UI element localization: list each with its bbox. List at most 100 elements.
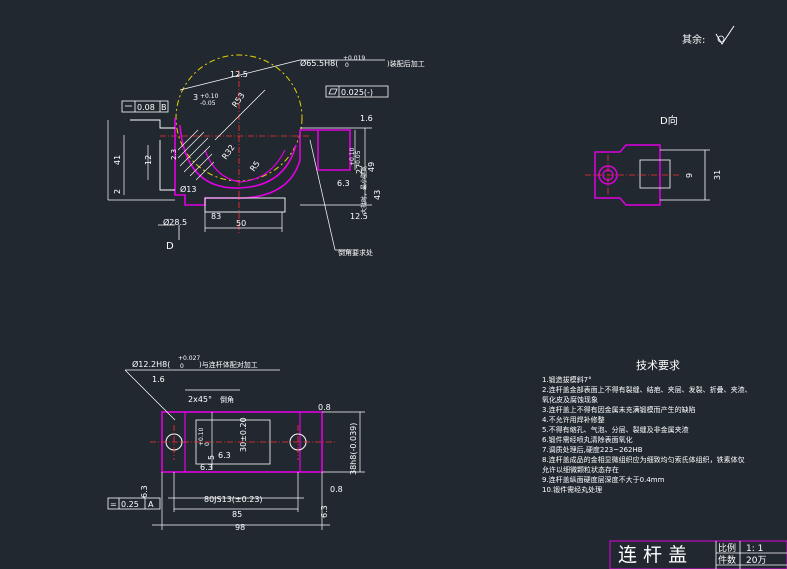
r0-8-b: 0.8 bbox=[330, 485, 343, 494]
symmetry-symbol: = bbox=[110, 500, 117, 509]
h27-tol-upper: +0.10 bbox=[349, 147, 356, 166]
tech-item-9: 8.连杆盖成品的金相显微组织应为细致均匀索氏体组织，铁素体仅 bbox=[542, 455, 745, 464]
r6-3-d: 6.3 bbox=[320, 505, 329, 518]
tech-requirements: 技术要求 1.锻造拔模斜7° 2.连杆盖金部表面上不得有裂缝、结疤、夹层、发裂、… bbox=[542, 359, 752, 494]
symmetry-frame bbox=[107, 497, 161, 510]
main-dimension-lines bbox=[107, 59, 385, 251]
plan-dimension-lines bbox=[124, 369, 365, 530]
title-block: 连 杆 盖 比例 1: 1 件数 20万 bbox=[609, 540, 787, 569]
gap-note: 大批时，最小壁宽 bbox=[360, 166, 368, 214]
w9-dim: 9 bbox=[685, 173, 694, 178]
r53-dim: R53 bbox=[230, 91, 246, 109]
part-inner-arc bbox=[179, 124, 297, 189]
d-view: D向 31 9 bbox=[585, 114, 722, 206]
r32-dim: R32 bbox=[220, 143, 236, 161]
h43-dim: 43 bbox=[373, 190, 382, 200]
r0-8-a: 0.8 bbox=[318, 403, 331, 412]
h5-tol-lower: 0 bbox=[204, 442, 211, 446]
part-name: 连 杆 盖 bbox=[618, 544, 687, 566]
top-flange bbox=[130, 119, 175, 129]
r6-3-dim: 6.3 bbox=[337, 179, 350, 188]
title-block-frame bbox=[609, 540, 787, 569]
tech-item-3: 氧化皮及腐蚀现象 bbox=[542, 395, 598, 404]
r1-6-b: 1.6 bbox=[152, 375, 165, 384]
roughness-note-text: 其余: bbox=[682, 33, 705, 46]
h5-tol-upper: +0.10 bbox=[198, 427, 205, 446]
parallel-tol: 0.08 bbox=[137, 103, 155, 112]
parallel-datum: B bbox=[161, 103, 167, 112]
w80-dim: 80JS13(±0.23) bbox=[204, 495, 263, 504]
hole-dim: Ø12.2H8( bbox=[132, 359, 170, 369]
tech-item-6: 5.不得有缩孔、气泡、分层、裂缝及非金属夹渣 bbox=[542, 425, 689, 434]
r12-5-bottom: 12.5 bbox=[350, 212, 368, 221]
part-outline-main bbox=[174, 118, 351, 206]
tech-item-1: 1.锻造拔模斜7° bbox=[542, 375, 592, 384]
d12-dim: 12 bbox=[144, 155, 153, 165]
flatness-tol: 0.025(-) bbox=[341, 88, 373, 97]
w85-dim: 85 bbox=[232, 510, 242, 519]
qty-label: 件数 bbox=[718, 554, 736, 566]
r3-tol-upper: +0.10 bbox=[200, 93, 219, 100]
w98-dim: 98 bbox=[235, 523, 245, 532]
plan-view: Ø12.2H8( +0.027 0 )与连杆体配对加工 2x45° 倒角 80J… bbox=[107, 355, 365, 532]
bore-tol-lower: 0 bbox=[345, 62, 349, 69]
tech-item-2: 2.连杆盖金部表面上不得有裂缝、结疤、夹层、发裂、折叠、夹渣、 bbox=[542, 385, 752, 394]
w31-dim: 31 bbox=[713, 170, 722, 180]
tech-item-11: 9.连杆盖纵面硬度层深度不大于0.4mm bbox=[542, 475, 665, 484]
bottom-boss bbox=[204, 197, 286, 213]
r3-dim: 3 bbox=[193, 93, 198, 102]
h1-6-dim: 1.6 bbox=[360, 114, 373, 123]
left-flange bbox=[159, 140, 175, 191]
h23-dim: 2.3 bbox=[170, 149, 178, 160]
d-view-title: D向 bbox=[660, 114, 678, 127]
section-hatch bbox=[177, 129, 215, 181]
hole-note: )与连杆体配对加工 bbox=[199, 360, 258, 369]
bore-note: )装配后加工 bbox=[387, 59, 425, 68]
h5-dim: 5 bbox=[207, 455, 216, 460]
h2-dim: 2 bbox=[113, 189, 122, 194]
chamfer-note: 倒角 bbox=[220, 395, 234, 404]
tech-item-7: 6.锻件需经喷丸清除表面氧化 bbox=[542, 435, 633, 444]
c83-dim: 83 bbox=[211, 212, 221, 221]
qty-value: 20万 bbox=[746, 556, 766, 566]
d-view-slot bbox=[639, 159, 671, 189]
leader-note: 倒角要求处 bbox=[338, 248, 373, 257]
tech-title: 技术要求 bbox=[636, 359, 680, 372]
roughness-circle-icon bbox=[717, 35, 725, 43]
tech-item-12: 10.锻件需经丸处理 bbox=[542, 485, 602, 494]
main-view: 0.08 B 0.025(-) Ø65.5H8( +0.019 0 )装配后加工… bbox=[107, 54, 425, 257]
r5-dim: R5 bbox=[248, 159, 261, 173]
len50-dim: 50 bbox=[236, 219, 246, 228]
parallel-frame bbox=[121, 100, 169, 113]
h38-dim: 38h8(-0.039) bbox=[349, 423, 358, 475]
tech-item-4: 3.连杆盖上不得有因金属未充满锻模而产生的缺陷 bbox=[542, 405, 696, 414]
bore-dim: Ø65.5H8( bbox=[300, 58, 338, 68]
h4-dim: 41 bbox=[113, 155, 122, 165]
scale-label: 比例 bbox=[718, 542, 736, 554]
r6-3-e: 6.3 bbox=[140, 485, 149, 498]
r3-tol-lower: -0.05 bbox=[200, 100, 216, 107]
h27-tol-lower: -0.05 bbox=[355, 150, 362, 166]
scale-value: 1: 1 bbox=[746, 544, 763, 554]
symmetry-datum: A bbox=[148, 500, 154, 509]
roughness-check-icon bbox=[715, 25, 735, 45]
h49-dim: 49 bbox=[367, 162, 376, 172]
roughness-note: 其余: bbox=[682, 25, 735, 46]
symmetry-tol: 0.25 bbox=[121, 500, 139, 509]
flatness-frame bbox=[325, 85, 389, 98]
d-view-outline bbox=[594, 144, 661, 206]
hole-tol-lower: 0 bbox=[180, 363, 184, 370]
d28-5-dim: Ø28.5 bbox=[163, 217, 187, 227]
tech-item-5: 4.不允许用焊补修整 bbox=[542, 415, 605, 424]
r6-3-b: 6.3 bbox=[200, 463, 213, 472]
tech-item-10: 允许以细微颗粒状态存在 bbox=[542, 465, 619, 474]
view-arrow-label: D bbox=[166, 241, 174, 252]
hole-tol-upper: +0.027 bbox=[178, 355, 200, 362]
h30-dim: 30±0.20 bbox=[239, 417, 248, 452]
h27-dim: 27 bbox=[355, 164, 364, 174]
r6-3-c: 6.3 bbox=[218, 451, 231, 460]
d13-dim: Ø13 bbox=[180, 184, 196, 194]
r12-5-top: 12.5 bbox=[230, 70, 248, 79]
